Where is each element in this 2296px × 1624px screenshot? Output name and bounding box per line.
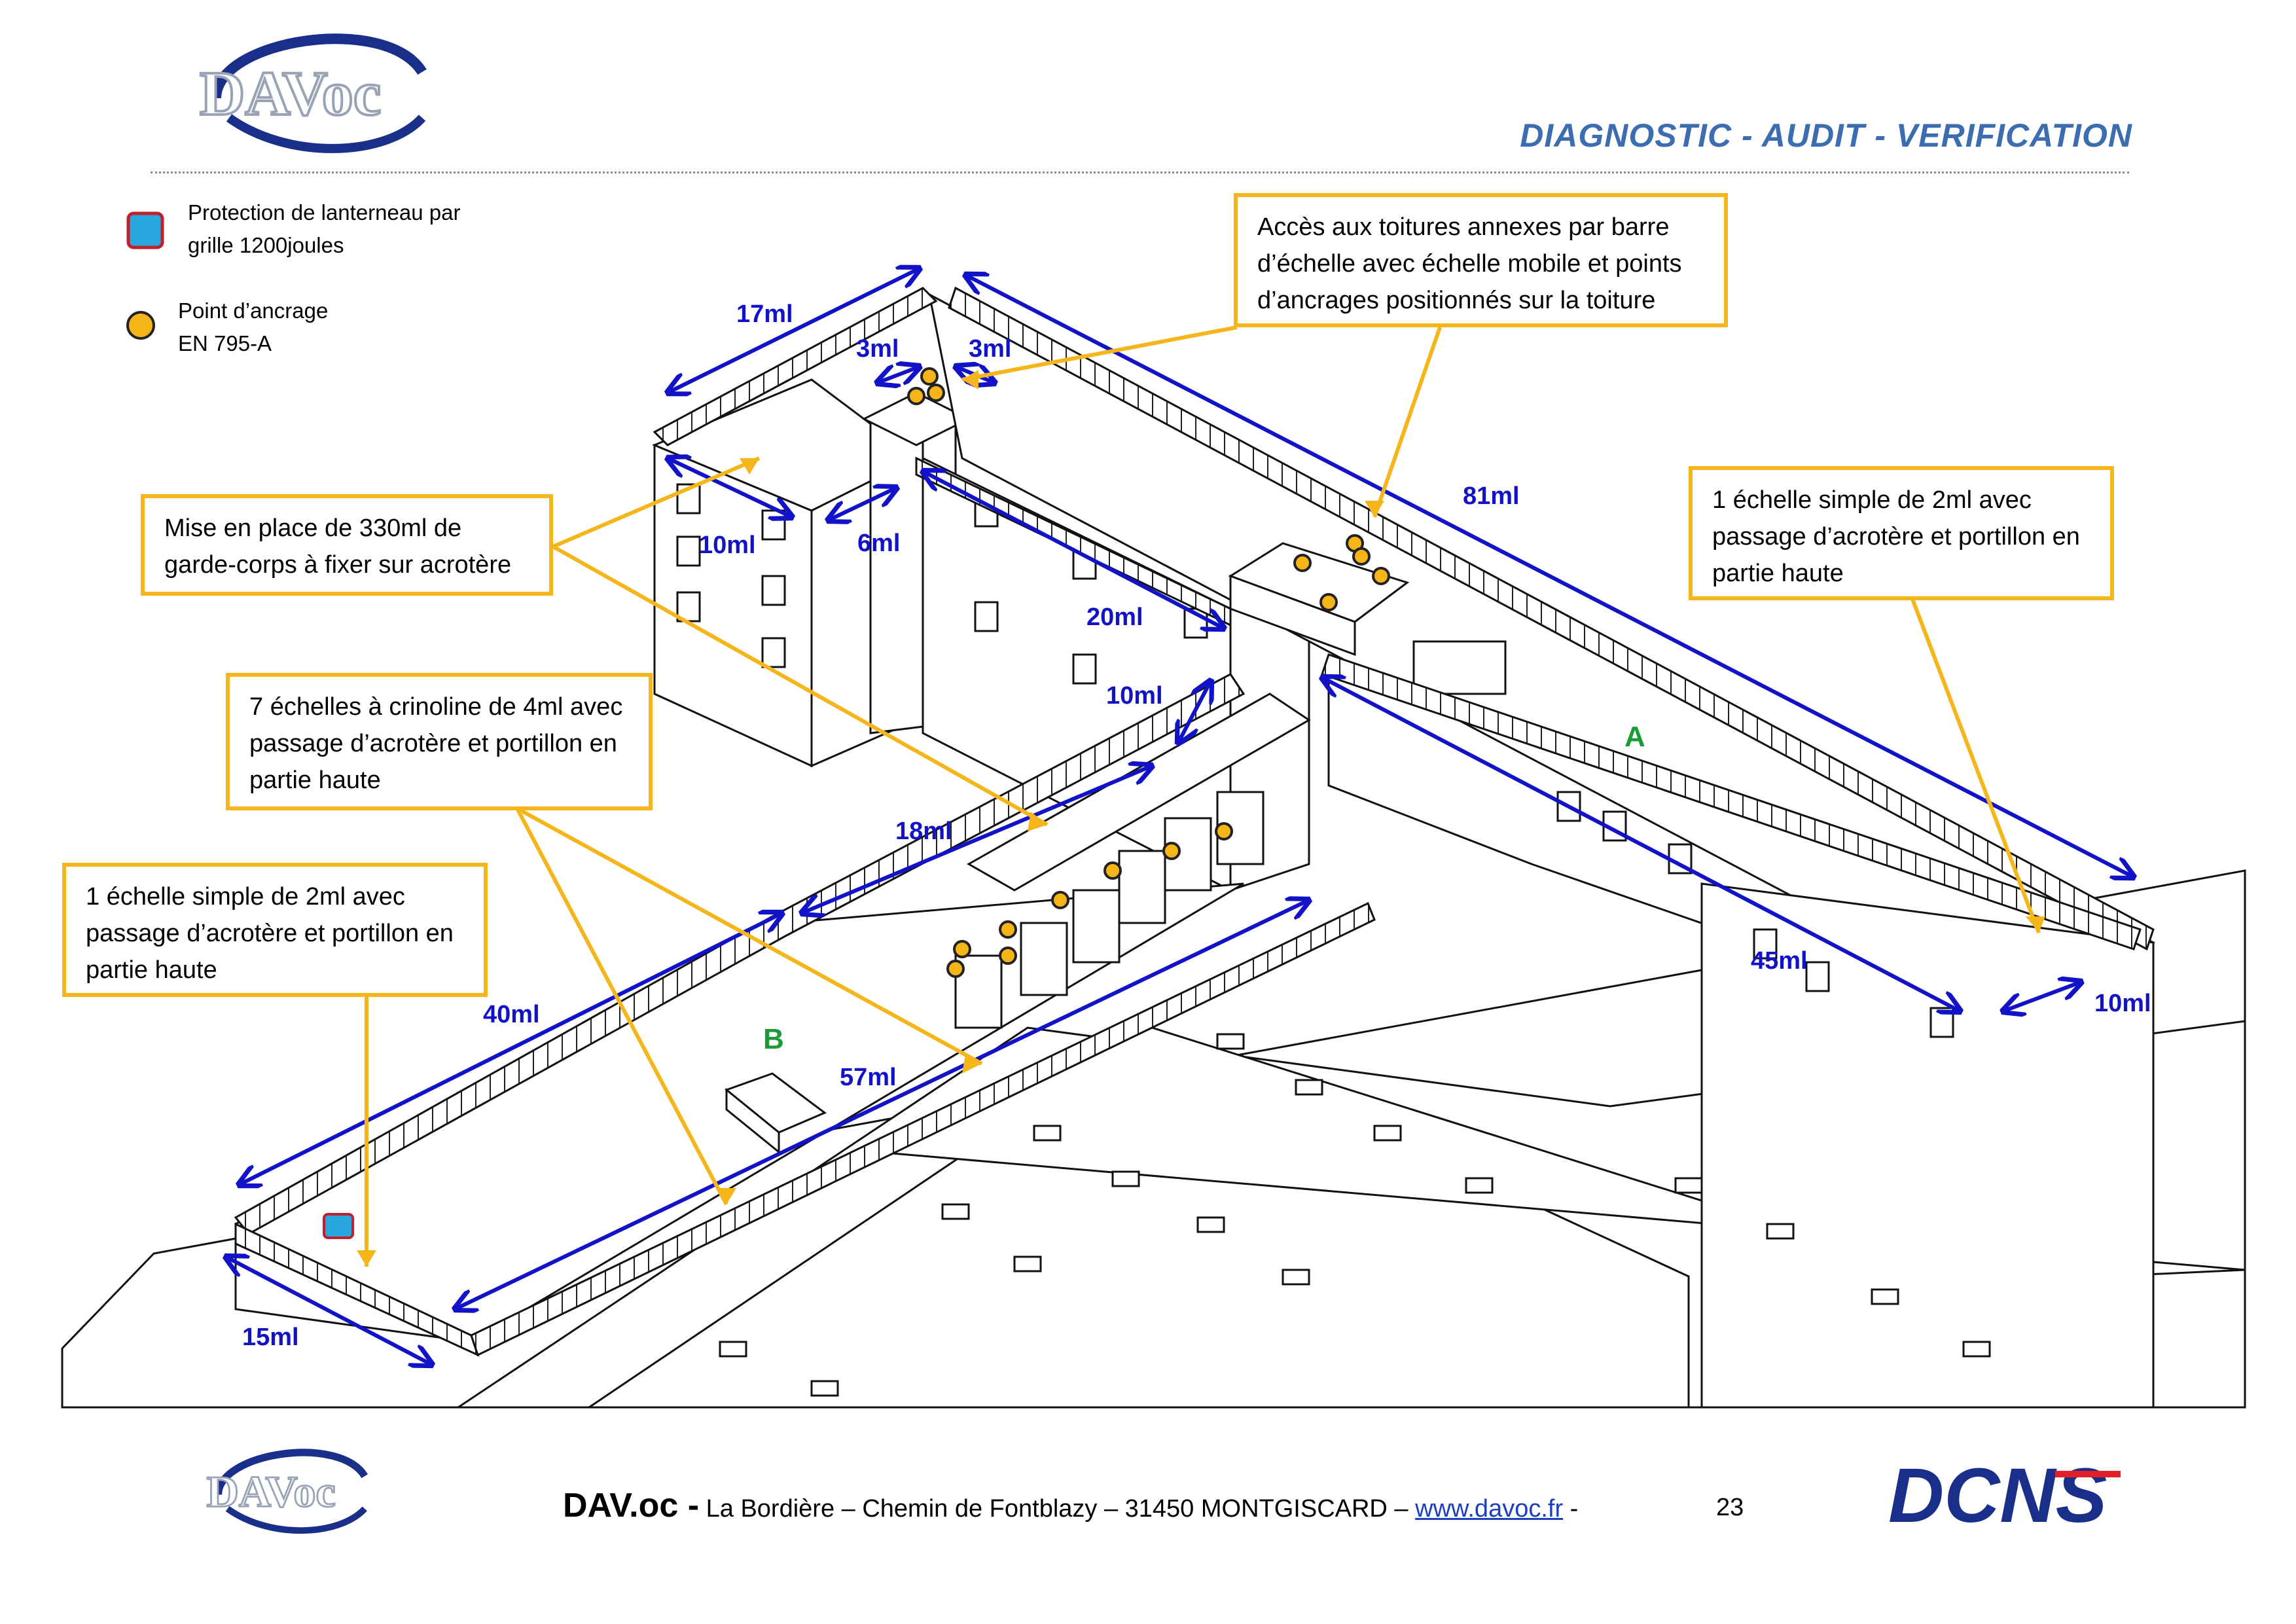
dcns-wordmark: DCNS [1888, 1456, 2107, 1535]
zone-labels: A B [763, 721, 1645, 1055]
callout-guardrail: Mise en place de 330ml de garde-corps à … [141, 494, 553, 596]
footer-davoc-logo: DAVoc [206, 1449, 368, 1534]
dcns-logo: DCNS [1888, 1456, 2121, 1535]
footer-trail: - [1570, 1495, 1579, 1523]
dim-3ml-right: 3ml [969, 335, 1011, 363]
building-drawing: 17ml 3ml 3ml 81ml 10ml 6ml 20ml 10ml 18m… [61, 0, 2246, 1409]
footer-logo-wordmark: DAVoc [207, 1466, 336, 1516]
dim-57ml: 57ml [840, 1064, 897, 1091]
logo-wordmark: DAVoc [200, 58, 381, 128]
dim-20ml: 20ml [1086, 604, 1143, 631]
dim-45ml: 45ml [1751, 947, 1808, 975]
dim-40ml: 40ml [483, 1001, 540, 1028]
dim-17ml: 17ml [736, 300, 793, 328]
lantern-protection-icon [126, 211, 164, 249]
footer-website-link[interactable]: www.davoc.fr [1415, 1495, 1564, 1523]
dimension-arrows [226, 268, 2134, 1365]
legend-item-lantern: Protection de lanterneau par grille 1200… [188, 200, 461, 257]
building-outlines [61, 293, 2246, 1409]
dim-18ml: 18ml [895, 818, 952, 845]
lantern-protection-marker [323, 1213, 354, 1239]
dim-6ml: 6ml [857, 530, 900, 557]
dim-81ml: 81ml [1463, 482, 1520, 510]
dim-3ml-left: 3ml [856, 335, 899, 363]
dim-15ml: 15ml [242, 1324, 299, 1351]
page-number: 23 [1716, 1494, 1744, 1521]
callout-roof-access: Accès aux toitures annexes par barre d’é… [1234, 193, 1728, 327]
header-divider [151, 171, 2129, 173]
callout-crinoline-ladders: 7 échelles à crinoline de 4ml avec passa… [226, 673, 653, 810]
dimension-labels: 17ml 3ml 3ml 81ml 10ml 6ml 20ml 10ml 18m… [242, 300, 2151, 1351]
legend-item-anchor: Point d’ancrage EN 795-A [178, 298, 329, 355]
davoc-logo: DAVoc [198, 33, 427, 153]
footer-address: La Bordière – Chemin de Fontblazy – 3145… [706, 1495, 1408, 1523]
page-title: DIAGNOSTIC - AUDIT - VERIFICATION [1520, 117, 2132, 154]
footer-address-line: DAV.oc - La Bordière – Chemin de Fontbla… [563, 1486, 1578, 1525]
callout-leaders [365, 325, 2041, 1267]
callout-ladder-left: 1 échelle simple de 2ml avec passage d’a… [62, 863, 488, 997]
dim-10ml-tower: 10ml [699, 532, 756, 559]
footer-brand: DAV.oc - [563, 1487, 700, 1525]
zone-label-a: A [1624, 721, 1645, 753]
zone-label-b: B [763, 1023, 784, 1055]
dim-10ml-middle: 10ml [1106, 682, 1163, 710]
dim-10ml-right: 10ml [2094, 990, 2151, 1017]
callout-leader-arrowheads [357, 370, 2045, 1267]
callout-ladder-right: 1 échelle simple de 2ml avec passage d’a… [1689, 466, 2114, 600]
anchor-point-icon [126, 311, 155, 340]
